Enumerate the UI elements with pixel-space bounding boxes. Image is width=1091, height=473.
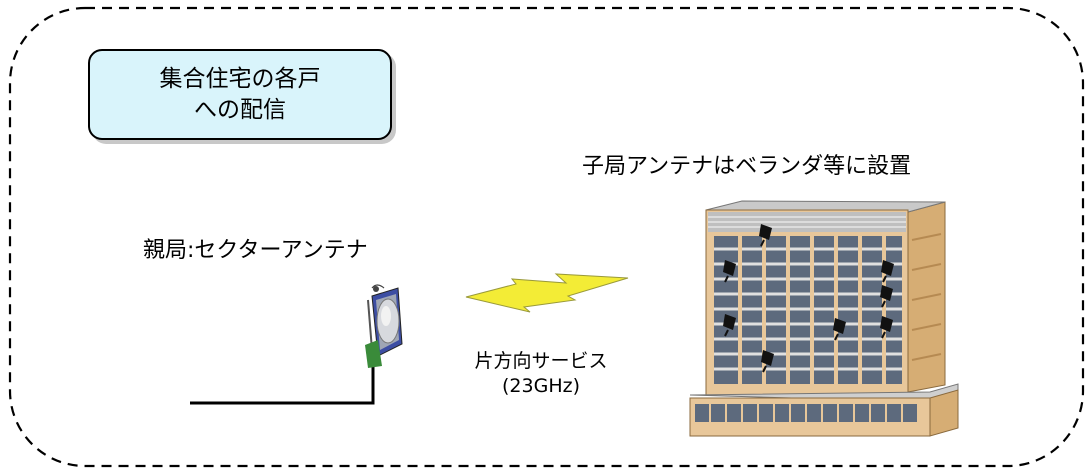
antenna-pole bbox=[190, 358, 375, 405]
child-antenna-icon bbox=[761, 350, 774, 373]
child-antenna-icon bbox=[759, 224, 772, 247]
title-line-2: への配信 bbox=[194, 96, 286, 123]
child-antenna-icon bbox=[881, 260, 894, 283]
title-line-1: 集合住宅の各戸 bbox=[159, 65, 321, 92]
parent-station-label: 親局:セクターアンテナ bbox=[143, 238, 368, 263]
child-antenna-icons bbox=[723, 224, 894, 373]
child-antenna-icon bbox=[880, 316, 893, 339]
service-label-line-1: 片方向サービス bbox=[474, 350, 608, 372]
service-area-boundary bbox=[8, 6, 1085, 468]
title-box: 集合住宅の各戸 への配信 bbox=[88, 49, 392, 140]
apartment-building-icon bbox=[689, 200, 959, 437]
child-antenna-icon bbox=[833, 318, 846, 341]
wireless-link-lightning-icon bbox=[465, 273, 629, 313]
service-label-line-2: (23GHz) bbox=[502, 375, 580, 397]
child-antenna-icon bbox=[880, 285, 893, 308]
sector-antenna-icon bbox=[365, 284, 403, 368]
child-antenna-icon bbox=[723, 260, 736, 283]
child-antenna-icon bbox=[723, 314, 736, 337]
child-station-label: 子局アンテナはベランダ等に設置 bbox=[582, 154, 912, 179]
